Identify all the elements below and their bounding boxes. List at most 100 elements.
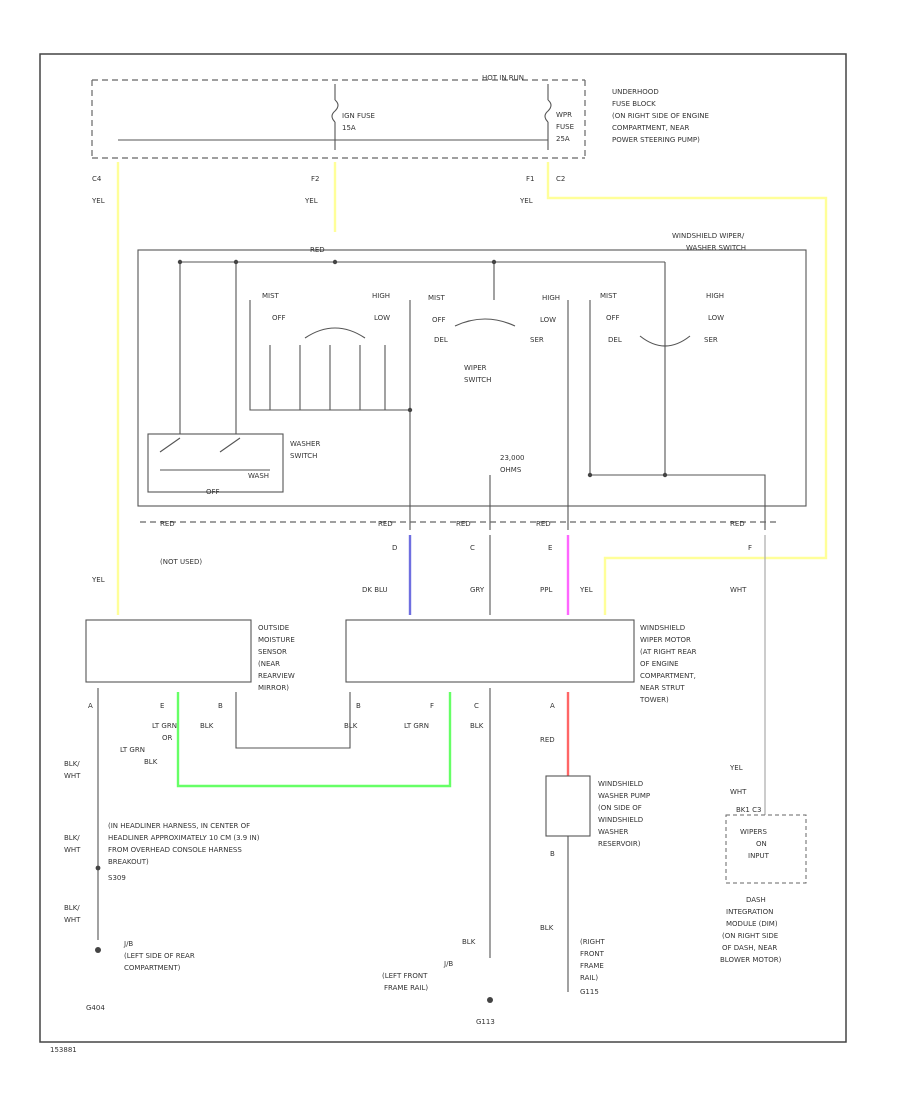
label-pump-3: (ON SIDE OF xyxy=(598,804,642,812)
label-resistor-2: OHMS xyxy=(500,466,522,474)
label-term-f1: F1 xyxy=(526,175,534,183)
label-dim-name-3: MODULE (DIM) xyxy=(726,920,778,928)
label-term-red-top: RED xyxy=(310,246,325,254)
label-wire-blk-wht-1: BLK/ xyxy=(64,760,80,768)
label-pump-pin-b: B xyxy=(550,850,555,858)
label-pin-c-2: C xyxy=(474,702,479,710)
label-wire-yel-5: YEL xyxy=(91,576,105,584)
label-ground-right-3: FRAME xyxy=(580,962,604,970)
wiper-washer-switch-box xyxy=(137,249,807,530)
dash-integration-module xyxy=(725,814,807,884)
label-sensor-1: OUTSIDE xyxy=(258,624,289,632)
label-ground-front-3: FRAME RAIL) xyxy=(384,984,428,992)
lower-wiring xyxy=(95,688,569,1003)
label-wire-blk-wht-4: WHT xyxy=(64,846,81,854)
label-dim-name-6: BLOWER MOTOR) xyxy=(720,956,782,964)
label-wiper-switch-1: WIPER xyxy=(464,364,487,372)
label-term-c4: C4 xyxy=(92,175,102,183)
label-wire-blk-wht-2: WHT xyxy=(64,772,81,780)
washer-pump xyxy=(545,775,591,837)
label-pin-d: D xyxy=(392,544,397,552)
label-headliner-4: BREAKOUT) xyxy=(108,858,149,866)
label-ground-rear-2: (LEFT SIDE OF REAR xyxy=(124,952,195,960)
label-pump-1: WINDSHIELD xyxy=(598,780,643,788)
label-off-label: OFF xyxy=(206,488,220,496)
label-wire-blk-wht-6: WHT xyxy=(64,916,81,924)
label-ground-right-4: RAIL) xyxy=(580,974,598,982)
label-term-f2: F2 xyxy=(311,175,319,183)
label-wire-or: OR xyxy=(162,734,173,742)
wire-yellow-right xyxy=(546,162,828,615)
label-conn-red-5: RED xyxy=(730,520,745,528)
label-pump-4: WINDSHIELD xyxy=(598,816,643,824)
underhood-fuse-block xyxy=(91,79,586,159)
label-wire-lt-grn-2: LT GRN xyxy=(120,746,145,754)
label-conn-red-4: RED xyxy=(536,520,551,528)
label-headliner-2: HEADLINER APPROXIMATELY 10 CM (3.9 IN) xyxy=(108,834,260,842)
label-wash-label: WASH xyxy=(248,472,269,480)
label-headliner-3: FROM OVERHEAD CONSOLE HARNESS xyxy=(108,846,242,854)
label-del-3: DEL xyxy=(608,336,622,344)
label-underhood-2: FUSE BLOCK xyxy=(612,100,656,108)
label-pump-5: WASHER xyxy=(598,828,628,836)
label-wire-wht: WHT xyxy=(730,586,747,594)
label-wire-yel-1: YEL xyxy=(91,197,105,205)
label-sensor-4: (NEAR xyxy=(258,660,280,668)
label-wire-blk-4: BLK xyxy=(144,758,158,766)
label-ser-3: SER xyxy=(704,336,718,344)
diagram-frame xyxy=(39,53,847,1043)
label-conn-red-3: RED xyxy=(456,520,471,528)
wire-light-green xyxy=(176,692,452,788)
label-motor-5: COMPARTMENT, xyxy=(640,672,696,680)
label-high-3: HIGH xyxy=(706,292,724,300)
label-wire-blk-5: BLK xyxy=(540,924,554,932)
label-conn-red-2: RED xyxy=(378,520,393,528)
label-pin-b-2: B xyxy=(356,702,361,710)
label-wire-blk-6: BLK xyxy=(462,938,476,946)
label-wiper-fuse-amp: 25A xyxy=(556,135,570,143)
outside-moisture-sensor xyxy=(85,619,252,683)
label-pin-b-1: B xyxy=(218,702,223,710)
label-ground-rear-id: G404 xyxy=(86,1004,105,1012)
label-wire-blk-2: BLK xyxy=(344,722,358,730)
label-high-1: HIGH xyxy=(372,292,390,300)
label-dim-name-5: OF DASH, NEAR xyxy=(722,944,777,952)
label-headliner-1: (IN HEADLINER HARNESS, IN CENTER OF xyxy=(108,822,250,830)
label-wire-blk-1: BLK xyxy=(200,722,214,730)
label-low-3: LOW xyxy=(708,314,724,322)
label-wire-lt-grn-1: LT GRN xyxy=(152,722,177,730)
label-wire-ppl: PPL xyxy=(540,586,552,594)
label-ground-front-2: (LEFT FRONT xyxy=(382,972,428,980)
label-dim-1: WIPERS xyxy=(740,828,767,836)
label-underhood-5: POWER STEERING PUMP) xyxy=(612,136,700,144)
label-pin-c: C xyxy=(470,544,475,552)
label-ground-rear-3: COMPARTMENT) xyxy=(124,964,181,972)
label-ground-right-id: G115 xyxy=(580,988,599,996)
label-resistor-1: 23,000 xyxy=(500,454,525,462)
windshield-wiper-motor xyxy=(345,619,635,683)
label-dim-3: INPUT xyxy=(748,852,770,860)
label-pin-a-2: A xyxy=(550,702,555,710)
label-splice: S309 xyxy=(108,874,126,882)
label-dim-name-1: DASH xyxy=(746,896,766,904)
label-wire-blk-3: BLK xyxy=(470,722,484,730)
label-dim-2: ON xyxy=(756,840,767,848)
label-term-c2: C2 xyxy=(556,175,565,183)
label-motor-1: WINDSHIELD xyxy=(640,624,685,632)
label-ignition-fuse: IGN FUSE xyxy=(342,112,375,120)
label-sensor-3: SENSOR xyxy=(258,648,287,656)
label-pin-f-2: F xyxy=(430,702,434,710)
label-off-2: OFF xyxy=(432,316,446,324)
label-motor-3: (AT RIGHT REAR xyxy=(640,648,697,656)
label-pump-6: RESERVOIR) xyxy=(598,840,641,848)
label-mist-2: MIST xyxy=(428,294,446,302)
label-wire-yel-6: YEL xyxy=(729,764,743,772)
label-wire-wht-2: WHT xyxy=(730,788,747,796)
label-wire-red: RED xyxy=(540,736,555,744)
label-motor-2: WIPER MOTOR xyxy=(640,636,691,644)
label-ground-right-1: (RIGHT xyxy=(580,938,605,946)
label-mist-1: MIST xyxy=(262,292,280,300)
label-wire-yel-3: YEL xyxy=(519,197,533,205)
label-wire-lt-grn-3: LT GRN xyxy=(404,722,429,730)
